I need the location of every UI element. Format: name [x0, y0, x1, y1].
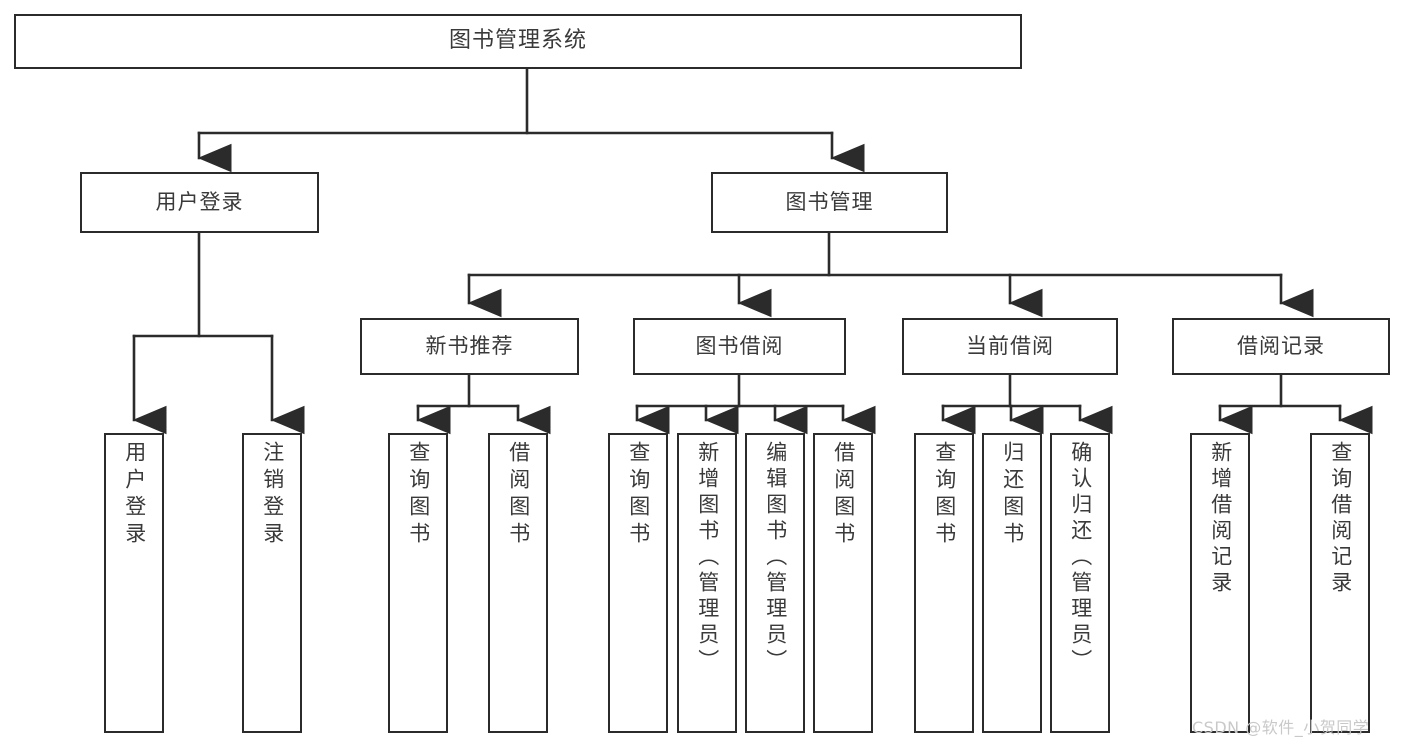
node-leaf-query-record-label: 查询借阅记录: [1328, 441, 1353, 597]
node-leaf-borrow-book-1-label: 借阅图书: [506, 441, 531, 549]
node-root-label: 图书管理系统: [448, 28, 587, 54]
node-leaf-query-book-1[interactable]: 查询图书: [388, 433, 448, 733]
node-leaf-user-login-label: 用户登录: [122, 441, 147, 549]
node-user-login[interactable]: 用户登录: [80, 172, 319, 233]
node-new-book-recommend[interactable]: 新书推荐: [360, 318, 579, 375]
node-leaf-add-record-label: 新增借阅记录: [1208, 441, 1233, 597]
node-leaf-return-book[interactable]: 归还图书: [982, 433, 1042, 733]
node-leaf-borrow-book-2[interactable]: 借阅图书: [813, 433, 873, 733]
node-book-manage[interactable]: 图书管理: [711, 172, 948, 233]
node-leaf-add-book-label: 新增图书（管理员）: [695, 441, 720, 675]
node-leaf-add-book[interactable]: 新增图书（管理员）: [677, 433, 737, 733]
node-root[interactable]: 图书管理系统: [14, 14, 1022, 69]
node-book-manage-label: 图书管理: [785, 189, 874, 214]
node-book-borrow-label: 图书借阅: [695, 333, 784, 358]
node-book-borrow[interactable]: 图书借阅: [633, 318, 846, 375]
node-leaf-confirm-return-label: 确认归还（管理员）: [1068, 441, 1093, 675]
node-leaf-user-logout[interactable]: 注销登录: [242, 433, 302, 733]
node-leaf-query-book-1-label: 查询图书: [406, 441, 431, 549]
node-borrow-record-label: 借阅记录: [1237, 333, 1325, 358]
watermark-text: CSDN @软件_小贺同学: [1192, 718, 1370, 737]
node-leaf-edit-book-label: 编辑图书（管理员）: [763, 441, 788, 675]
node-leaf-query-book-3-label: 查询图书: [932, 441, 957, 549]
node-current-borrow[interactable]: 当前借阅: [902, 318, 1118, 375]
node-leaf-add-record[interactable]: 新增借阅记录: [1190, 433, 1250, 733]
node-leaf-return-book-label: 归还图书: [1000, 441, 1025, 549]
node-leaf-confirm-return[interactable]: 确认归还（管理员）: [1050, 433, 1110, 733]
node-leaf-query-book-3[interactable]: 查询图书: [914, 433, 974, 733]
node-leaf-query-record[interactable]: 查询借阅记录: [1310, 433, 1370, 733]
node-leaf-query-book-2-label: 查询图书: [626, 441, 651, 549]
node-current-borrow-label: 当前借阅: [966, 333, 1054, 358]
node-leaf-user-logout-label: 注销登录: [260, 441, 285, 549]
node-borrow-record[interactable]: 借阅记录: [1172, 318, 1390, 375]
node-leaf-edit-book[interactable]: 编辑图书（管理员）: [745, 433, 805, 733]
node-leaf-borrow-book-2-label: 借阅图书: [831, 441, 856, 549]
node-leaf-borrow-book-1[interactable]: 借阅图书: [488, 433, 548, 733]
node-leaf-query-book-2[interactable]: 查询图书: [608, 433, 668, 733]
node-new-book-recommend-label: 新书推荐: [425, 333, 514, 358]
node-user-login-label: 用户登录: [155, 189, 244, 214]
node-leaf-user-login[interactable]: 用户登录: [104, 433, 164, 733]
